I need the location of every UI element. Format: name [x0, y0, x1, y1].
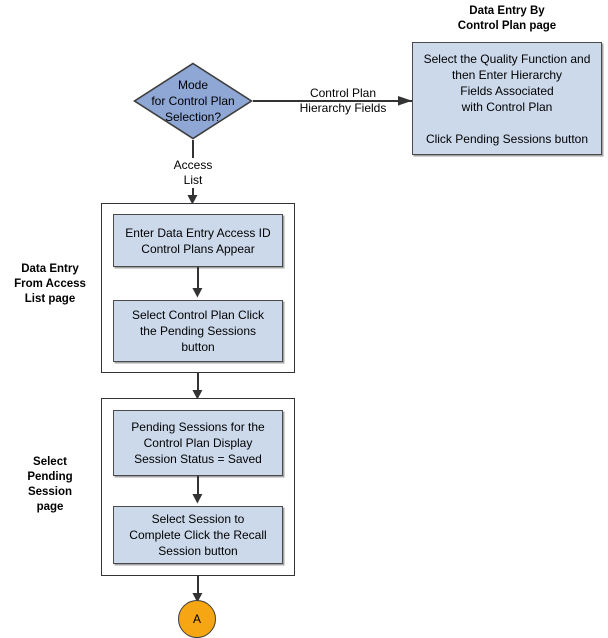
- edge-section-two-step1-to-step2: [197, 476, 199, 499]
- arrowhead-section-two-inner: [192, 494, 203, 504]
- edge-label-access-list: Access List: [173, 158, 213, 187]
- arrowhead-section-one-inner: [192, 288, 203, 298]
- step-select-session-recall[interactable]: Select Session to Complete Click the Rec…: [113, 506, 283, 564]
- arrowhead-right: [398, 96, 412, 106]
- step-enter-data-entry-access-id[interactable]: Enter Data Entry Access ID Control Plans…: [113, 214, 283, 267]
- section-one-side-label: Data Entry From Access List page: [14, 263, 86, 305]
- edge-section-one-step1-to-step2: [197, 267, 199, 292]
- diamond-shape: [133, 62, 253, 140]
- right-page-title: Data Entry By Control Plan page: [457, 5, 557, 32]
- edge-decision-to-right-page: [253, 100, 412, 102]
- data-entry-by-control-plan-box[interactable]: Select the Quality Function and then Ent…: [412, 42, 602, 155]
- decision-mode-for-control-plan-selection[interactable]: Mode for Control Plan Selection?: [133, 62, 253, 140]
- arrowhead-down-to-connector: [192, 593, 203, 603]
- edge-decision-to-section-one-upper: [192, 140, 194, 158]
- step-select-control-plan-click-pending-sessions[interactable]: Select Control Plan Click the Pending Se…: [113, 300, 283, 362]
- connector-a[interactable]: A: [178, 600, 216, 638]
- edge-section-one-to-section-two: [197, 373, 199, 395]
- decision-label: Mode for Control Plan Selection?: [151, 78, 235, 124]
- arrowhead-down-to-section-two: [192, 390, 203, 400]
- edge-label-control-plan-hierarchy-fields: Control Plan Hierarchy Fields: [299, 86, 387, 115]
- edge-decision-to-section-one-lower: [192, 188, 194, 200]
- section-two-side-label: Select Pending Session page: [27, 456, 73, 513]
- edge-section-two-to-connector: [197, 576, 199, 598]
- arrowhead-down-to-section-one: [187, 195, 198, 205]
- step-pending-sessions-display[interactable]: Pending Sessions for the Control Plan Di…: [113, 410, 283, 476]
